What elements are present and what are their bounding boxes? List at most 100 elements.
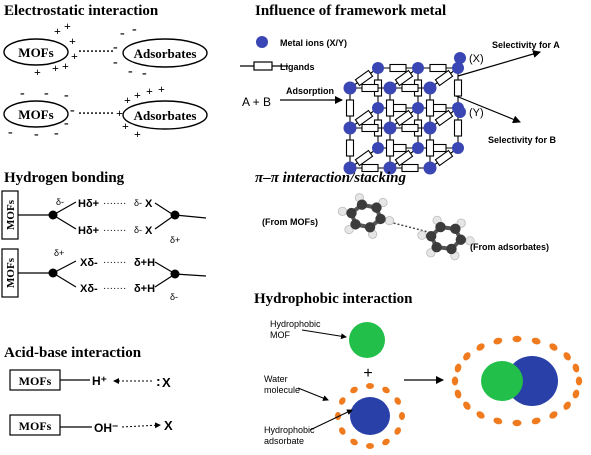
metal-ion-node: [423, 121, 437, 135]
adsorbates-label-1: Adsorbates: [134, 46, 197, 61]
adsorbates-ellipse-2: [122, 100, 208, 130]
svg-text:+: +: [146, 84, 153, 98]
svg-text:+: +: [69, 34, 76, 48]
metal-ion-legend-icon: [256, 36, 268, 48]
hydrophobic-panel: Hydrophobic interaction Hydrophobic MOF …: [254, 291, 583, 449]
water-molecule-dot: [575, 376, 583, 386]
water-molecule-dot: [339, 397, 346, 405]
carbon-atom: [346, 207, 357, 219]
adsorbates-label-2: Adsorbates: [134, 108, 197, 123]
water-molecule-dot: [451, 376, 459, 386]
metal-ion-node: [372, 62, 384, 74]
ligand-rect: [394, 109, 414, 127]
adsorbates-negative-charges-1: - - - - - -: [113, 22, 147, 81]
water-molecules-ring-1: [335, 383, 405, 449]
adsorbates-ellipse-1: [122, 38, 208, 68]
carbon-atom: [431, 241, 442, 253]
ligand-rect: [361, 123, 379, 133]
bond-line: [52, 201, 77, 216]
svg-text:-: -: [54, 126, 59, 141]
svg-text:-: -: [8, 125, 13, 140]
water-molecule-dot: [382, 386, 390, 394]
metal-ion-node: [412, 102, 424, 114]
metal-ion-node: [343, 161, 357, 175]
ligand-rect: [401, 163, 419, 173]
metal-x-label: (X): [469, 53, 484, 65]
water-molecule-dot: [350, 386, 358, 394]
metal-ion-node: [343, 81, 357, 95]
ligand-rect: [385, 99, 395, 117]
mofs-negative-charges-2: - - - - - - - -: [8, 86, 75, 142]
metal-ion-node: [372, 142, 384, 154]
adsorbate-label: Hydrophobic: [264, 425, 315, 435]
hydrogen-bonding-panel: Hydrogen bonding MOFs δ- Hδ+ Hδ+ ·······…: [1, 170, 207, 302]
water-molecule-dot: [454, 389, 462, 399]
delta-minus-label: δ-: [56, 197, 64, 207]
mofs-ellipse-1: [3, 38, 69, 66]
carbon-atom: [375, 213, 386, 225]
ligand-rect: [345, 99, 355, 117]
hydrogen-atom: [337, 206, 348, 216]
mofs-positive-charges-1: + + + + + + +: [34, 19, 78, 79]
pi-pi-title: π–π interaction/stacking: [255, 170, 406, 186]
mofs-box-base: [9, 414, 61, 436]
hydrophobic-adsorbate-circle: [350, 397, 390, 435]
ligand-rect: [401, 123, 419, 133]
ligand-rect: [345, 139, 355, 157]
pointer-arrow: [301, 329, 347, 340]
delta-plus-h-label: δ+H: [134, 283, 155, 295]
mofs-label-2: MOFs: [18, 107, 53, 122]
water-molecule-dot: [549, 343, 558, 351]
carbon-atom: [425, 231, 437, 242]
hydrogen-atom: [344, 224, 354, 235]
water-molecule-dot: [399, 412, 405, 420]
svg-text:-: -: [142, 66, 147, 81]
carbon-atom: [350, 219, 361, 230]
water-label: Water: [264, 374, 288, 384]
selectivity-a-label: Selectivity for A: [492, 40, 560, 50]
delta-plus-h-label: δ+H: [134, 257, 155, 269]
electrostatic-dots-1: ·········: [78, 44, 114, 58]
carbon-atom: [364, 222, 376, 233]
ligand-rect: [361, 83, 379, 93]
adsorbates-positive-charges-2: + + + + + + +: [116, 82, 165, 141]
ligand-legend-icon: [253, 61, 273, 71]
bond-line: [154, 275, 173, 288]
svg-text:-: -: [34, 127, 39, 142]
ligand-rect: [425, 99, 435, 117]
metal-ion-node: [383, 81, 397, 95]
mofs-box-2-label: MOFs: [5, 257, 17, 288]
hydrophobic-mof-circle: [349, 322, 385, 358]
water-molecule-dot: [476, 343, 485, 351]
hbond-dots: ·······: [103, 283, 126, 294]
ligand-rect: [354, 69, 374, 87]
x-delta-minus-label: Xδ-: [80, 257, 98, 269]
svg-text:+: +: [71, 49, 78, 63]
from-adsorbates-label: (From adsorbates): [470, 242, 549, 252]
x-label: X: [145, 225, 153, 237]
water-molecule-dot: [493, 417, 503, 425]
ligand-rect: [385, 139, 395, 157]
carbon-atom: [356, 199, 368, 210]
ligand-rect: [434, 69, 454, 87]
pointer-arrow: [297, 387, 329, 401]
water-molecule-dot: [572, 363, 580, 373]
adsorption-label: Adsorption: [286, 86, 334, 96]
x-delta-minus-label: Xδ-: [80, 283, 98, 295]
svg-text:+: +: [158, 82, 165, 96]
adsorbate-benzene-ring: [417, 215, 475, 261]
ligand-rect: [394, 69, 414, 87]
pi-pi-panel: π–π interaction/stacking (From MOFs) (Fr…: [255, 170, 549, 261]
svg-text:-: -: [64, 116, 69, 131]
metal-ion-node: [343, 121, 357, 135]
electrostatic-title: Electrostatic interaction: [4, 3, 159, 19]
carbon-atom: [450, 223, 461, 235]
delta-minus-label: δ-: [134, 198, 142, 208]
hydrogen-bonding-title: Hydrogen bonding: [4, 170, 125, 186]
ligand-rect: [453, 79, 463, 97]
hydrophobic-mof-label: MOF: [270, 330, 290, 340]
water-molecule-dot: [335, 412, 341, 420]
hydrophobic-mof-label: Hydrophobic: [270, 319, 321, 329]
metal-ion-node: [452, 62, 464, 74]
electrostatic-panel: Electrostatic interaction MOFs + + + + +…: [3, 3, 208, 142]
